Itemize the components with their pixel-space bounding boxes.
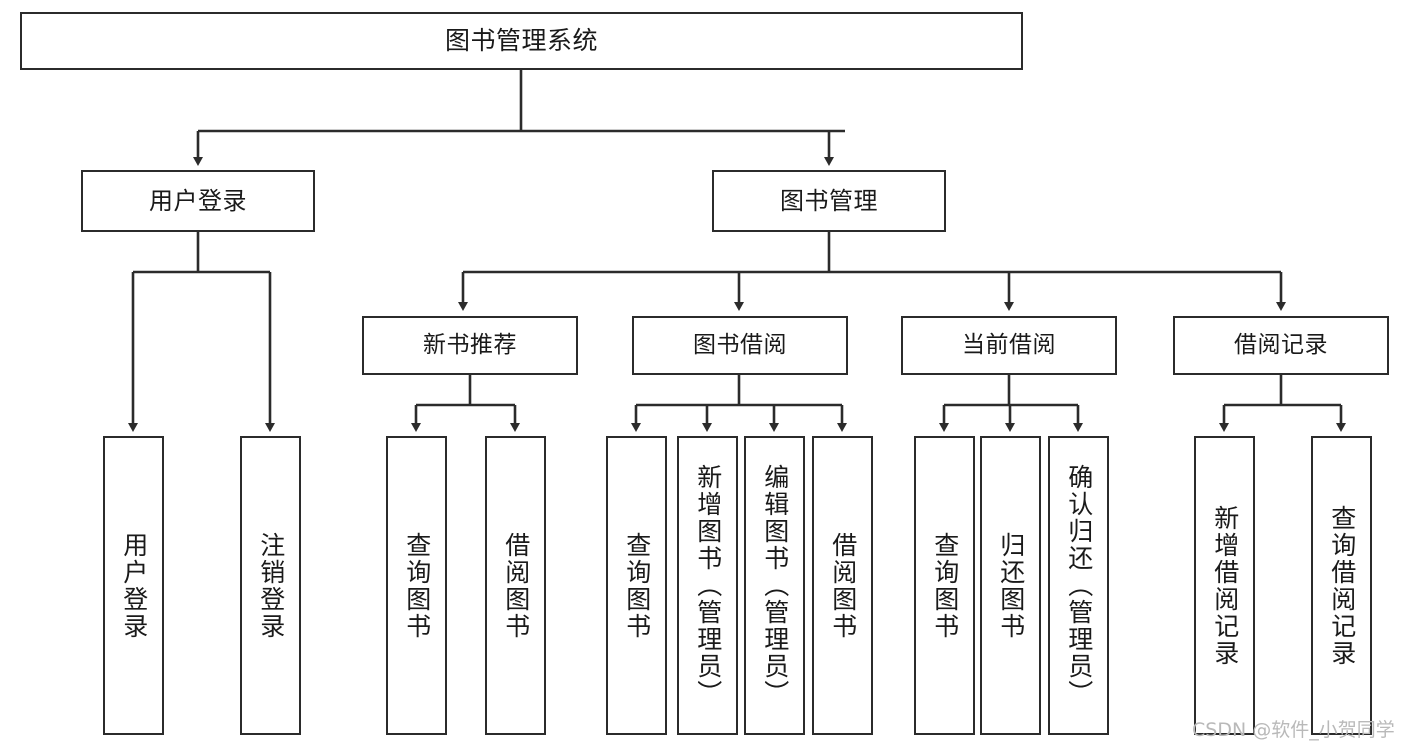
node-book-borrow-label: 图书借阅 bbox=[693, 331, 787, 358]
node-leaf-user-login[interactable]: 用户登录 bbox=[103, 436, 164, 735]
node-leaf-query-book-1[interactable]: 查询图书 bbox=[386, 436, 447, 735]
node-leaf-query-record-label: 查询借阅记录 bbox=[1327, 504, 1357, 667]
node-leaf-return-book-label: 归还图书 bbox=[996, 531, 1026, 640]
node-book-manage[interactable]: 图书管理 bbox=[712, 170, 946, 232]
node-root-label: 图书管理系统 bbox=[444, 26, 598, 55]
node-leaf-borrow-book-2[interactable]: 借阅图书 bbox=[812, 436, 873, 735]
node-leaf-add-record[interactable]: 新增借阅记录 bbox=[1194, 436, 1255, 735]
node-leaf-user-login-label: 用户登录 bbox=[119, 531, 149, 640]
node-leaf-confirm-return[interactable]: 确认归还（管理员） bbox=[1048, 436, 1109, 735]
node-user-login[interactable]: 用户登录 bbox=[81, 170, 315, 232]
node-leaf-query-book-3-label: 查询图书 bbox=[930, 531, 960, 640]
node-leaf-borrow-book-2-label: 借阅图书 bbox=[828, 531, 858, 640]
node-leaf-query-book-1-label: 查询图书 bbox=[402, 531, 432, 640]
node-leaf-add-book[interactable]: 新增图书（管理员） bbox=[677, 436, 738, 735]
node-leaf-borrow-book-1-label: 借阅图书 bbox=[501, 531, 531, 640]
node-root[interactable]: 图书管理系统 bbox=[20, 12, 1023, 70]
node-leaf-add-book-label: 新增图书（管理员） bbox=[693, 464, 723, 707]
node-leaf-borrow-book-1[interactable]: 借阅图书 bbox=[485, 436, 546, 735]
node-leaf-logout-login[interactable]: 注销登录 bbox=[240, 436, 301, 735]
node-leaf-add-record-label: 新增借阅记录 bbox=[1210, 504, 1240, 667]
node-current-borrow-label: 当前借阅 bbox=[962, 331, 1056, 358]
node-book-borrow[interactable]: 图书借阅 bbox=[632, 316, 848, 375]
node-leaf-edit-book[interactable]: 编辑图书（管理员） bbox=[744, 436, 805, 735]
node-book-manage-label: 图书管理 bbox=[780, 186, 878, 215]
node-new-book-recommend[interactable]: 新书推荐 bbox=[362, 316, 578, 375]
node-leaf-query-book-3[interactable]: 查询图书 bbox=[914, 436, 975, 735]
node-borrow-record[interactable]: 借阅记录 bbox=[1173, 316, 1389, 375]
node-borrow-record-label: 借阅记录 bbox=[1234, 331, 1328, 358]
node-leaf-return-book[interactable]: 归还图书 bbox=[980, 436, 1041, 735]
node-leaf-confirm-return-label: 确认归还（管理员） bbox=[1064, 464, 1094, 707]
node-leaf-logout-login-label: 注销登录 bbox=[256, 531, 286, 640]
node-new-book-recommend-label: 新书推荐 bbox=[423, 331, 517, 358]
node-user-login-label: 用户登录 bbox=[149, 186, 247, 215]
node-leaf-query-book-2-label: 查询图书 bbox=[622, 531, 652, 640]
node-leaf-query-record[interactable]: 查询借阅记录 bbox=[1311, 436, 1372, 735]
node-leaf-query-book-2[interactable]: 查询图书 bbox=[606, 436, 667, 735]
node-leaf-edit-book-label: 编辑图书（管理员） bbox=[760, 464, 790, 707]
node-current-borrow[interactable]: 当前借阅 bbox=[901, 316, 1117, 375]
